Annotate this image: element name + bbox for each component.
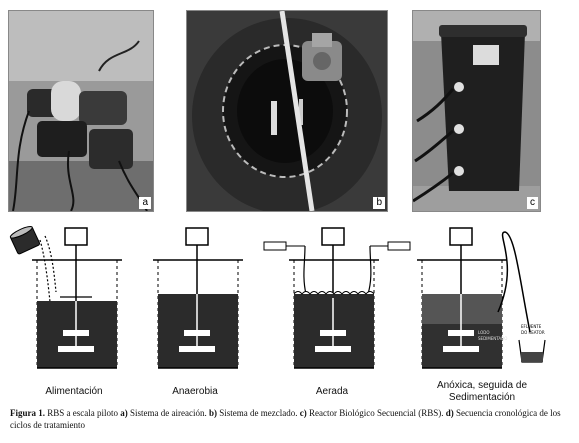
photo-aeration-system: a: [8, 10, 154, 212]
caption-key-b: b): [208, 408, 217, 418]
stage-label-feeding: Alimentación: [45, 386, 103, 397]
caption-text-d: Secuencia cronológica de los ciclos de t…: [10, 408, 561, 430]
photo-label: b: [373, 197, 385, 209]
caption-text-a: Sistema de aireación.: [130, 408, 207, 418]
effluent-label-line2: DO REATOR: [521, 330, 545, 335]
reactor-feeding: [9, 226, 122, 369]
sludge-label-line1: LODO: [478, 330, 489, 335]
caption-text-b: Sistema de mezclado.: [219, 408, 298, 418]
reactor-anaerobic: [153, 227, 243, 369]
reactor-aerated: [263, 227, 411, 369]
sludge-label-line2: SEDIMENTADO: [478, 336, 507, 341]
caption-key-d: d): [445, 408, 454, 418]
stage-label-anaerobic: Anaerobia: [172, 386, 218, 397]
caption-text-c: Reactor Biológico Secuencial (RBS).: [308, 408, 444, 418]
stage-label-anoxic: Anóxica, seguida de Sedimentación: [436, 380, 528, 403]
caption-key-c: c): [299, 408, 307, 418]
effluent-tube: [497, 231, 531, 333]
caption-key-a: a): [120, 408, 128, 418]
caption-intro: RBS a escala piloto: [47, 408, 118, 418]
feed-bucket-icon: [9, 226, 41, 255]
caption-figure-number: Figura 1.: [10, 408, 45, 418]
photo-label: c: [527, 197, 538, 209]
reactor-image: [413, 11, 540, 211]
stage-label-aerated: Aerada: [315, 386, 349, 397]
photo-reactor: c: [412, 10, 541, 212]
effluent-beaker-icon: [518, 339, 546, 363]
effluent-label-line1: EFLUENTE: [521, 324, 542, 329]
reactor-anoxic-settling: LODO SEDIMENTADO EFLUENTE DO REATOR: [417, 227, 546, 369]
aeration-pumps-image: [9, 11, 153, 211]
photo-label: a: [139, 197, 151, 209]
figure-caption: Figura 1. RBS a escala piloto a) Sistema…: [10, 407, 572, 431]
photo-mixing-system: b: [186, 10, 388, 212]
mixing-system-image: [187, 11, 387, 211]
treatment-cycle-diagram: LODO SEDIMENTADO EFLUENTE DO REATOR: [9, 226, 546, 369]
